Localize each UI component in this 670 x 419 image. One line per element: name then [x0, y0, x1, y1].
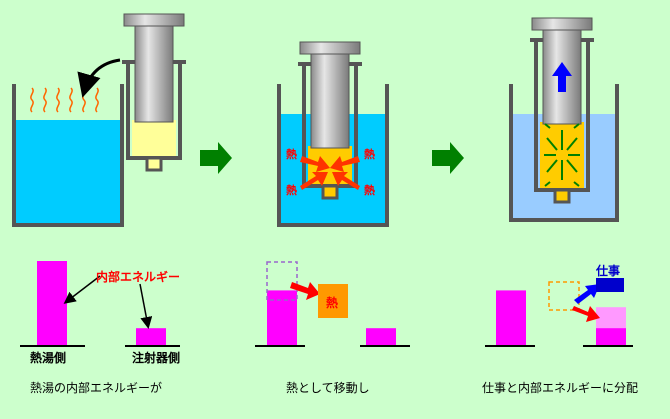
- caption-step-1: 熱湯の内部エネルギーが: [30, 381, 163, 395]
- expansion-arrow-icon: [544, 123, 580, 187]
- transition-arrow-icon: [200, 142, 232, 174]
- caption-step-3: 仕事と内部エネルギーに分配: [482, 381, 639, 395]
- syringe-side-label: 注射器側: [132, 351, 181, 365]
- transition-arrow-icon: [432, 142, 464, 174]
- heat-mark: 熱: [364, 147, 375, 161]
- heat-arrow-icon: [300, 156, 360, 190]
- heat-mark: 熱: [286, 183, 297, 197]
- work-label: 仕事: [596, 264, 621, 278]
- syringe-3: [530, 17, 594, 204]
- bar-syringe-1: [136, 328, 166, 345]
- heat-box: [318, 284, 348, 318]
- push-up-arrow-icon: [552, 62, 572, 92]
- heat-box-label: 熱: [326, 296, 339, 310]
- work-arrow-icon: [574, 284, 600, 304]
- steam-icon: [30, 87, 99, 113]
- heat-transfer-arrow-icon: [290, 282, 320, 300]
- hot-water: [16, 120, 120, 223]
- removed-energy-outline: [266, 261, 298, 301]
- beaker-3: [509, 84, 619, 222]
- bar-hot-water-3: [496, 290, 526, 345]
- energy-arrow-icon: [572, 306, 600, 322]
- beaker-2: [277, 84, 389, 227]
- bar-syringe-2: [366, 328, 396, 345]
- pointer-arrow: [139, 283, 153, 329]
- beaker-hot-water: [12, 84, 124, 227]
- plunger: [310, 51, 350, 149]
- heat-marks: 熱 熱 熱 熱: [286, 147, 375, 197]
- plunger: [134, 23, 174, 123]
- heat-mark: 熱: [286, 147, 297, 161]
- work-box: [596, 278, 624, 292]
- panel-1: [12, 13, 186, 227]
- caption-step-2: 熱として移動し: [286, 381, 370, 395]
- bar-syringe-3: [596, 328, 626, 345]
- bar-hot-water-1: [37, 261, 67, 345]
- curved-arrow-icon: [77, 58, 121, 98]
- energy-bars: [37, 261, 626, 345]
- gas-region: [132, 120, 176, 156]
- transferred-heat-outline: [548, 281, 580, 311]
- bar-hot-water-2: [267, 290, 297, 345]
- hot-water-side-label: 熱湯側: [30, 351, 67, 365]
- internal-energy-label: 内部エネルギー: [96, 270, 181, 284]
- panel-3: [509, 17, 619, 222]
- pointer-arrow: [63, 275, 101, 304]
- syringe-1: [122, 13, 186, 172]
- panel-2: 熱 熱 熱 熱: [277, 41, 389, 227]
- heat-mark: 熱: [364, 183, 375, 197]
